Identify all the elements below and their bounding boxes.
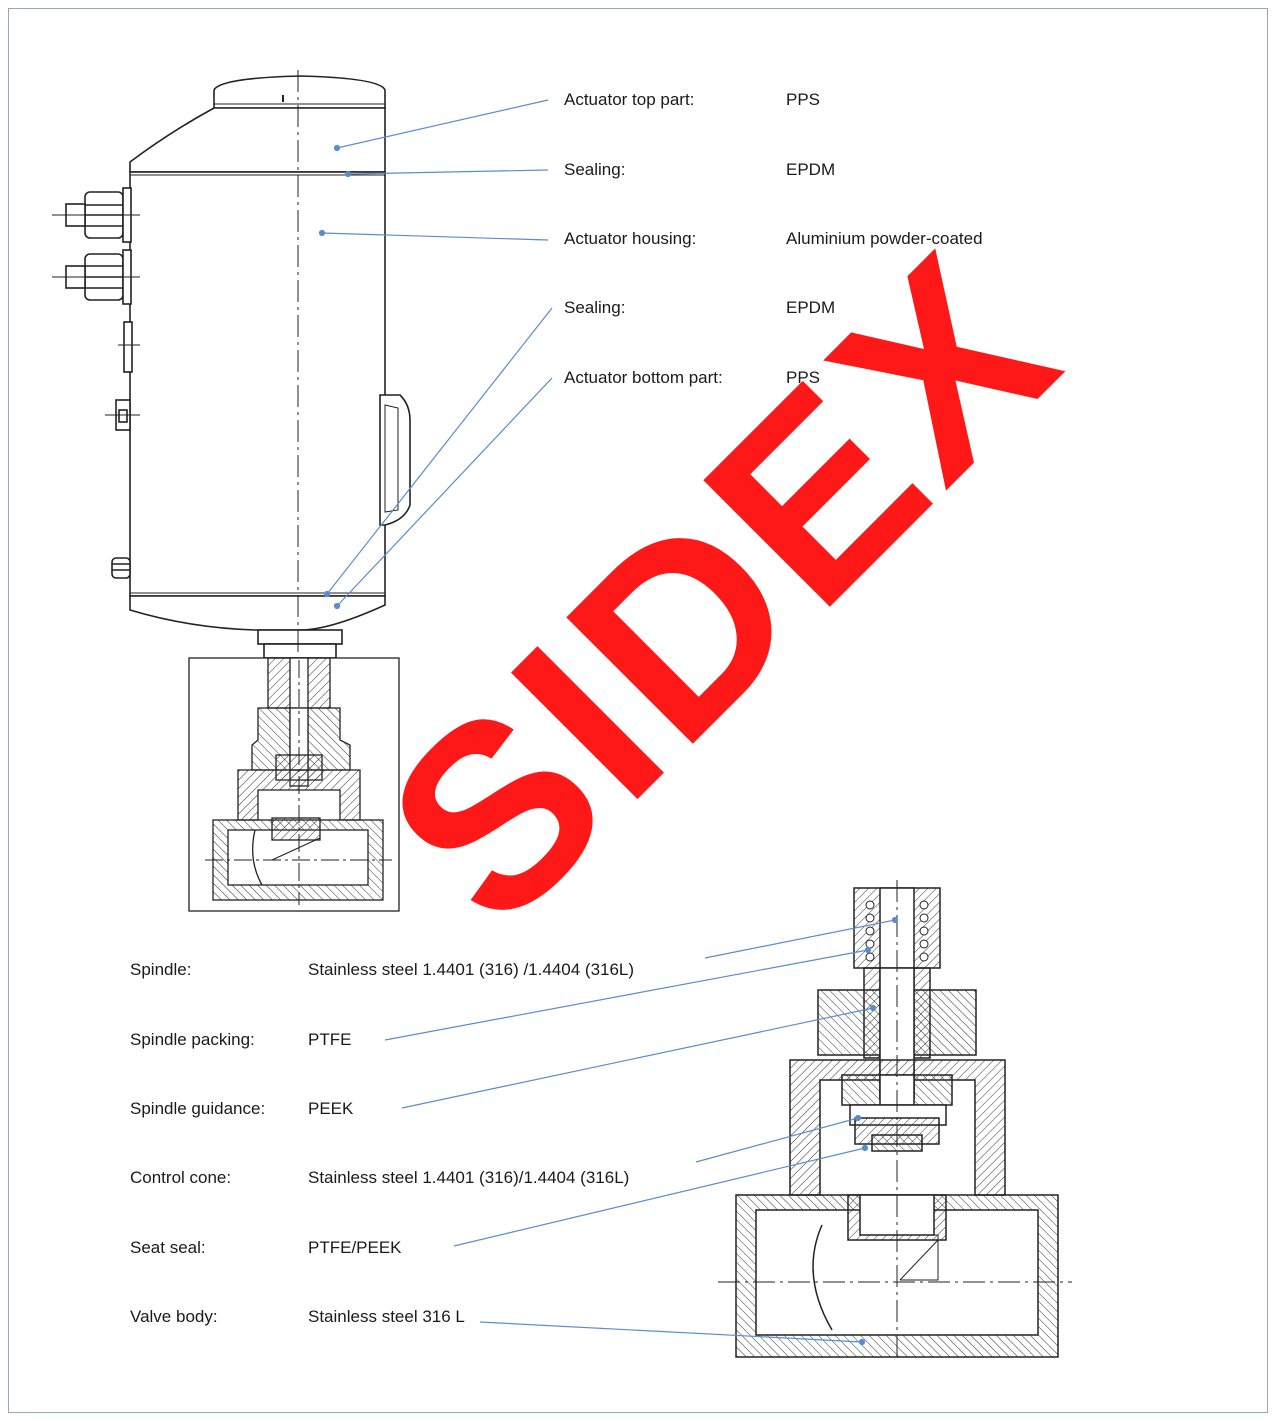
label-seat-seal: Seat seal: — [130, 1238, 206, 1257]
value-sealing-top: EPDM — [786, 160, 836, 179]
label-actuator-top-part: Actuator top part: — [564, 90, 695, 109]
label-sealing-top: Sealing: — [564, 160, 626, 179]
label-spindle-guidance: Spindle guidance: — [130, 1099, 266, 1118]
label-spindle: Spindle: — [130, 960, 192, 979]
leader-lines — [318, 99, 899, 1346]
label-control-cone: Control cone: — [130, 1168, 232, 1187]
actuator-drawing — [52, 70, 411, 660]
value-actuator-bottom-part: PPS — [786, 368, 821, 387]
page-frame — [8, 8, 1268, 1413]
label-actuator-bottom-part: Actuator bottom part: — [564, 368, 723, 387]
value-valve-body: Stainless steel 316 L — [308, 1307, 465, 1326]
label-valve-body: Valve body: — [130, 1307, 218, 1326]
valve-section-drawing — [718, 880, 1072, 1360]
label-sealing-bottom: Sealing: — [564, 298, 626, 317]
value-control-cone: Stainless steel 1.4401 (316)/1.4404 (316… — [308, 1168, 630, 1187]
value-sealing-bottom: EPDM — [786, 298, 836, 317]
label-spindle-packing: Spindle packing: — [130, 1030, 255, 1049]
value-spindle: Stainless steel 1.4401 (316) /1.4404 (31… — [308, 960, 635, 979]
value-spindle-guidance: PEEK — [308, 1099, 354, 1118]
label-actuator-housing: Actuator housing: — [564, 229, 697, 248]
small-valve-drawing — [188, 657, 400, 912]
value-actuator-housing: Aluminium powder-coated — [786, 229, 983, 248]
value-seat-seal: PTFE/PEEK — [308, 1238, 402, 1257]
value-actuator-top-part: PPS — [786, 90, 821, 109]
value-spindle-packing: PTFE — [308, 1030, 352, 1049]
